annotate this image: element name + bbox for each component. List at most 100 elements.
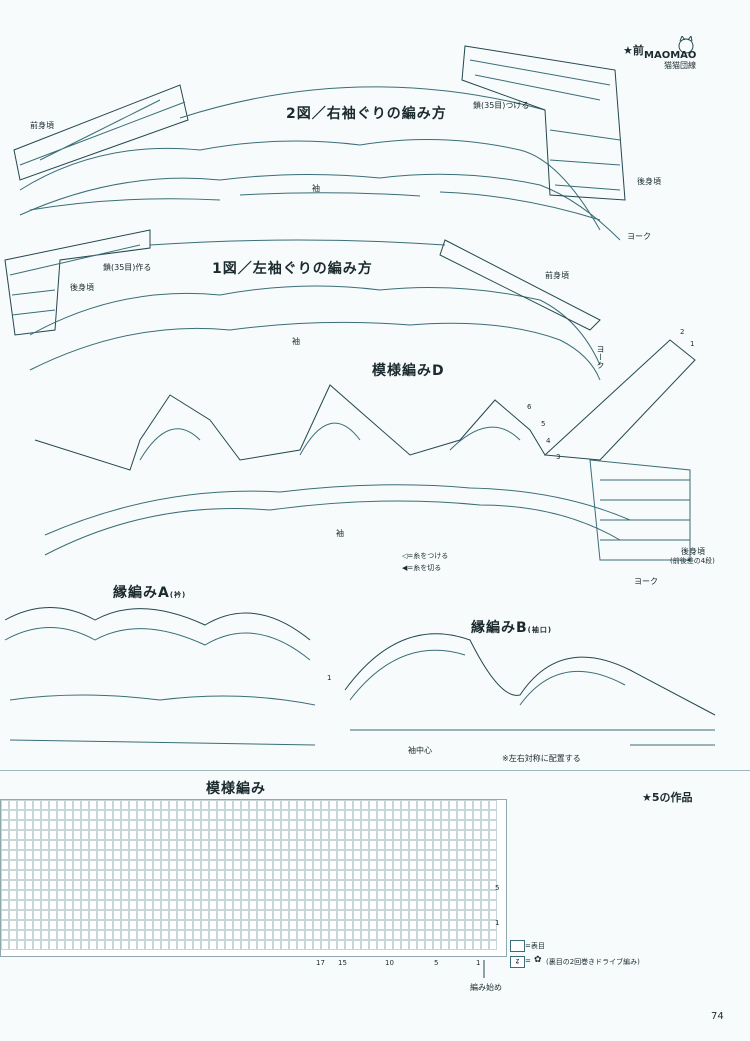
grid-cell	[361, 810, 369, 820]
grid-cell	[313, 810, 321, 820]
grid-cell	[9, 820, 17, 830]
grid-cell	[65, 870, 73, 880]
grid-cell	[345, 890, 353, 900]
grid-cell	[441, 930, 449, 940]
grid-cell	[25, 840, 33, 850]
grid-cell	[385, 840, 393, 850]
grid-cell	[49, 870, 57, 880]
grid-cell	[17, 930, 25, 940]
grid-cell	[321, 920, 329, 930]
grid-cell	[241, 900, 249, 910]
grid-cell	[465, 900, 473, 910]
grid-cell	[265, 940, 273, 950]
grid-cell	[65, 800, 73, 810]
grid-cell	[473, 850, 481, 860]
grid-cell	[313, 800, 321, 810]
grid-cell	[305, 820, 313, 830]
grid-cell	[105, 900, 113, 910]
grid-cell	[121, 900, 129, 910]
grid-cell	[81, 880, 89, 890]
grid-cell	[185, 900, 193, 910]
grid-cell	[425, 940, 433, 950]
grid-cell	[361, 880, 369, 890]
grid-cell	[129, 910, 137, 920]
grid-cell	[481, 860, 489, 870]
grid-cell	[297, 940, 305, 950]
grid-cell	[177, 870, 185, 880]
grid-cell	[97, 830, 105, 840]
grid-cell	[273, 840, 281, 850]
grid-cell	[113, 900, 121, 910]
grid-cell	[249, 900, 257, 910]
grid-cell	[25, 830, 33, 840]
grid-cell	[321, 830, 329, 840]
grid-cell	[209, 810, 217, 820]
grid-cell	[121, 890, 129, 900]
grid-cell	[225, 910, 233, 920]
cut-arrow-icon: ◀	[402, 564, 408, 572]
grid-cell	[185, 860, 193, 870]
grid-cell	[81, 830, 89, 840]
grid-cell	[465, 860, 473, 870]
grid-cell	[169, 820, 177, 830]
grid-cell	[401, 890, 409, 900]
grid-cell	[305, 940, 313, 950]
grid-cell	[289, 820, 297, 830]
grid-cell	[241, 910, 249, 920]
grid-cell	[385, 850, 393, 860]
grid-cell	[217, 830, 225, 840]
grid-cell	[449, 850, 457, 860]
grid-cell	[65, 860, 73, 870]
knit-legend-swatch	[510, 940, 525, 952]
grid-cell	[105, 930, 113, 940]
grid-cell	[33, 860, 41, 870]
drive-legend-eq: =	[525, 957, 531, 965]
grid-cell	[489, 890, 497, 900]
grid-cell	[137, 890, 145, 900]
grid-cell	[265, 820, 273, 830]
grid-cell	[25, 920, 33, 930]
patternD-row-6: 6	[527, 403, 532, 411]
grid-cell	[177, 840, 185, 850]
grid-cell	[89, 930, 97, 940]
grid-cell	[1, 870, 9, 880]
fig1-arc	[29, 239, 601, 381]
grid-cell	[329, 910, 337, 920]
grid-cell	[177, 900, 185, 910]
grid-cell	[97, 890, 105, 900]
grid-cell	[25, 930, 33, 940]
grid-cell	[33, 890, 41, 900]
grid-cell	[377, 900, 385, 910]
grid-cell	[385, 830, 393, 840]
grid-cell	[329, 830, 337, 840]
grid-cell	[337, 800, 345, 810]
grid-cell	[1, 860, 9, 870]
grid-cell	[369, 860, 377, 870]
grid-cell	[153, 840, 161, 850]
grid-cell	[433, 870, 441, 880]
grid-cell	[425, 890, 433, 900]
grid-cell	[249, 920, 257, 930]
fig1-back-label: 後身頃	[70, 283, 94, 292]
grid-cell	[17, 860, 25, 870]
grid-cell	[449, 800, 457, 810]
grid-cell	[41, 840, 49, 850]
grid-cell	[137, 850, 145, 860]
grid-cell	[241, 930, 249, 940]
grid-cell	[73, 840, 81, 850]
grid-cell	[457, 930, 465, 940]
grid-cell	[97, 930, 105, 940]
grid-cell	[1, 800, 9, 810]
grid-cell	[17, 800, 25, 810]
grid-cell	[425, 930, 433, 940]
grid-cell	[193, 850, 201, 860]
grid-cell	[433, 900, 441, 910]
grid-cell	[489, 830, 497, 840]
edgeA-row-1: 1	[327, 674, 332, 682]
grid-cell	[441, 860, 449, 870]
grid-cell	[201, 800, 209, 810]
grid-cell	[105, 890, 113, 900]
grid-cell	[473, 920, 481, 930]
grid-cell	[73, 870, 81, 880]
